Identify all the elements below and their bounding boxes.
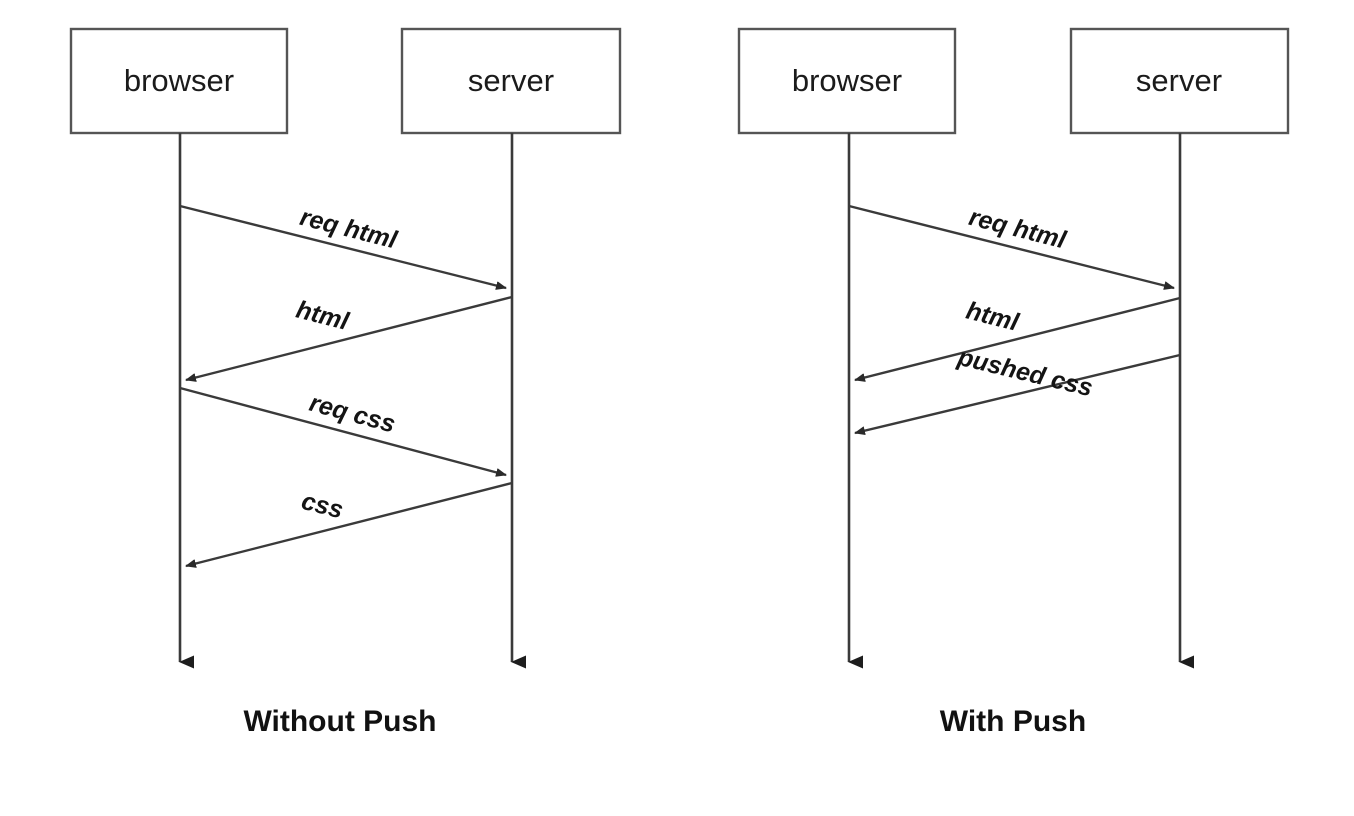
- message-arrow: [848, 204, 1175, 290]
- message-html-left: html: [185, 295, 513, 382]
- caption-without-push: Without Push: [243, 705, 436, 738]
- caption-with-push: With Push: [940, 705, 1086, 738]
- message-css-left: css: [185, 481, 513, 568]
- message-label-req-css: req css: [306, 389, 398, 439]
- actor-label-browser: browser: [124, 63, 234, 98]
- actor-box-browser: [69, 27, 289, 135]
- actor-browser-right: browser: [737, 27, 957, 135]
- actor-server-right: server: [1069, 27, 1290, 135]
- actor-label-server: server: [468, 63, 554, 98]
- actor-browser-left: browser: [69, 27, 289, 135]
- panel-without-push: browser server req html html req css: [69, 27, 622, 738]
- actor-box-server: [1069, 27, 1290, 135]
- actor-label-server: server: [1136, 63, 1222, 98]
- message-arrow: [854, 353, 1181, 436]
- message-arrow: [185, 295, 513, 382]
- actor-server-left: server: [400, 27, 622, 135]
- panel-with-push: browser server req html html pushed css …: [737, 27, 1290, 738]
- message-pushed-css-right: pushed css: [854, 343, 1181, 436]
- message-label-css: css: [299, 487, 346, 524]
- message-label-req-html: req html: [966, 203, 1069, 255]
- message-label-html: html: [963, 297, 1022, 337]
- message-label-req-html: req html: [297, 203, 400, 255]
- message-req-css-left: req css: [179, 386, 507, 477]
- actor-label-browser: browser: [792, 63, 902, 98]
- message-arrow: [854, 296, 1181, 382]
- message-arrow: [185, 481, 513, 568]
- message-arrow: [179, 386, 507, 477]
- message-label-html: html: [293, 296, 352, 336]
- message-arrow: [179, 204, 507, 290]
- message-req-html-left: req html: [179, 203, 507, 290]
- message-req-html-right: req html: [848, 203, 1175, 290]
- actor-box-server: [400, 27, 622, 135]
- actor-box-browser: [737, 27, 957, 135]
